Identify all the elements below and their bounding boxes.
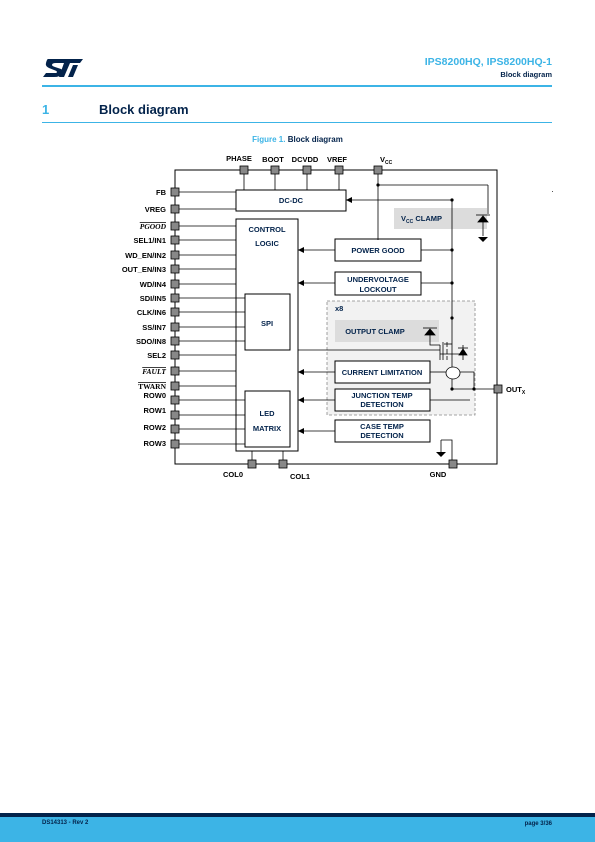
dcdc-block (235, 189, 347, 212)
output-clamp-shade (335, 320, 439, 342)
led-label: LED (260, 409, 276, 418)
pin-vcc-sub: CC (385, 160, 393, 166)
pin-sdo: SDO/IN8 (136, 337, 166, 346)
led-matrix-block (244, 390, 291, 448)
pin-phase: PHASE (226, 154, 252, 163)
document-title: IPS8200HQ, IPS8200HQ-1 (424, 56, 552, 68)
lockout-label: LOCKOUT (359, 285, 396, 294)
footer-page: page 3/36 (524, 821, 552, 827)
pin-fault: FAULT (142, 367, 166, 376)
output-clamp-label: OUTPUT CLAMP (345, 327, 405, 336)
section-rule (42, 122, 552, 123)
pin-twarn: TWARN (138, 382, 167, 391)
pin-boot: BOOT (262, 155, 284, 164)
pin-sdi: SDI/IN5 (140, 294, 166, 303)
dcdc-label: DC-DC (279, 196, 304, 205)
pin-row0: ROW0 (144, 391, 167, 400)
pin-ss: SS/IN7 (142, 323, 166, 332)
pin-vcc: VCC (380, 155, 393, 166)
pin-out-en: OUT_EN/IN3 (122, 265, 166, 274)
vcc-clamp-shade (394, 208, 487, 229)
pin-wd: WD/IN4 (140, 280, 167, 289)
undervoltage-label: UNDERVOLTAGE (347, 275, 409, 284)
pin-fb: FB (156, 188, 167, 197)
pin-sel1: SEL1/IN1 (133, 236, 166, 245)
vcc-clamp-sub: CC (406, 219, 414, 225)
case-detection-label: DETECTION (360, 431, 403, 440)
left-pin-leads (179, 191, 245, 445)
x8-label: x8 (335, 304, 343, 313)
figure-caption-text: Block diagram (287, 135, 343, 144)
pin-clk: CLK/IN6 (137, 308, 166, 317)
body-diode-icon (458, 347, 468, 356)
control-label: CONTROL (248, 225, 285, 234)
vcc-clamp-zener-icon (476, 214, 490, 230)
figure-caption: Figure 1. Block diagram (0, 135, 595, 144)
spi-label: SPI (261, 319, 273, 328)
pin-row1: ROW1 (144, 406, 167, 415)
pin-out: OUTX (506, 385, 526, 396)
pin-vcc-main: V (380, 155, 385, 164)
pin-sel2: SEL2 (147, 351, 166, 360)
section-number: 1 (42, 102, 50, 117)
vcc-clamp-rest: CLAMP (413, 214, 442, 223)
st-logo (43, 59, 83, 77)
figure-caption-prefix: Figure 1. (252, 135, 286, 144)
current-limitation-label: CURRENT LIMITATION (342, 368, 423, 377)
pin-col0: COL0 (223, 470, 243, 479)
pin-wd-en: WD_EN/IN2 (125, 251, 166, 260)
pin-row2: ROW2 (144, 423, 167, 432)
section-title: Block diagram (99, 102, 189, 117)
pin-pgood: PGOOD (140, 222, 167, 231)
undervoltage-lockout-block (334, 271, 422, 296)
pin-col1: COL1 (290, 472, 310, 481)
pin-gnd: GND (430, 470, 447, 479)
matrix-label: MATRIX (253, 424, 281, 433)
junction-detection-label: DETECTION (360, 400, 403, 409)
pin-row3: ROW3 (144, 439, 167, 448)
pin-vref: VREF (327, 155, 347, 164)
header-section-name: Block diagram (500, 70, 552, 79)
output-clamp-zener-icon (423, 327, 437, 336)
pin-pads (170, 165, 503, 469)
vcc-clamp-v: V (401, 214, 406, 223)
pin-vreg: VREG (145, 205, 166, 214)
footer-bar-light (0, 817, 595, 842)
footer-doc-id: DS14313 - Rev 2 (42, 820, 89, 826)
pin-out-sub: X (522, 390, 526, 396)
power-good-label: POWER GOOD (351, 246, 405, 255)
header-rule (42, 85, 552, 87)
logic-label: LOGIC (255, 239, 279, 248)
power-mosfet-icon (442, 342, 448, 360)
pin-out-main: OUT (506, 385, 522, 394)
junction-temp-label: JUNCTION TEMP (351, 391, 412, 400)
pin-dcvdd: DCVDD (292, 155, 319, 164)
stray-dot (552, 191, 553, 192)
current-sense-icon (445, 366, 461, 380)
spi-block (244, 293, 291, 351)
vcc-clamp-label: VCC CLAMP (401, 214, 442, 225)
junction-dots (376, 183, 476, 391)
arrowheads (298, 197, 488, 457)
case-temp-label: CASE TEMP (360, 422, 404, 431)
footer-bar-dark (0, 813, 595, 817)
